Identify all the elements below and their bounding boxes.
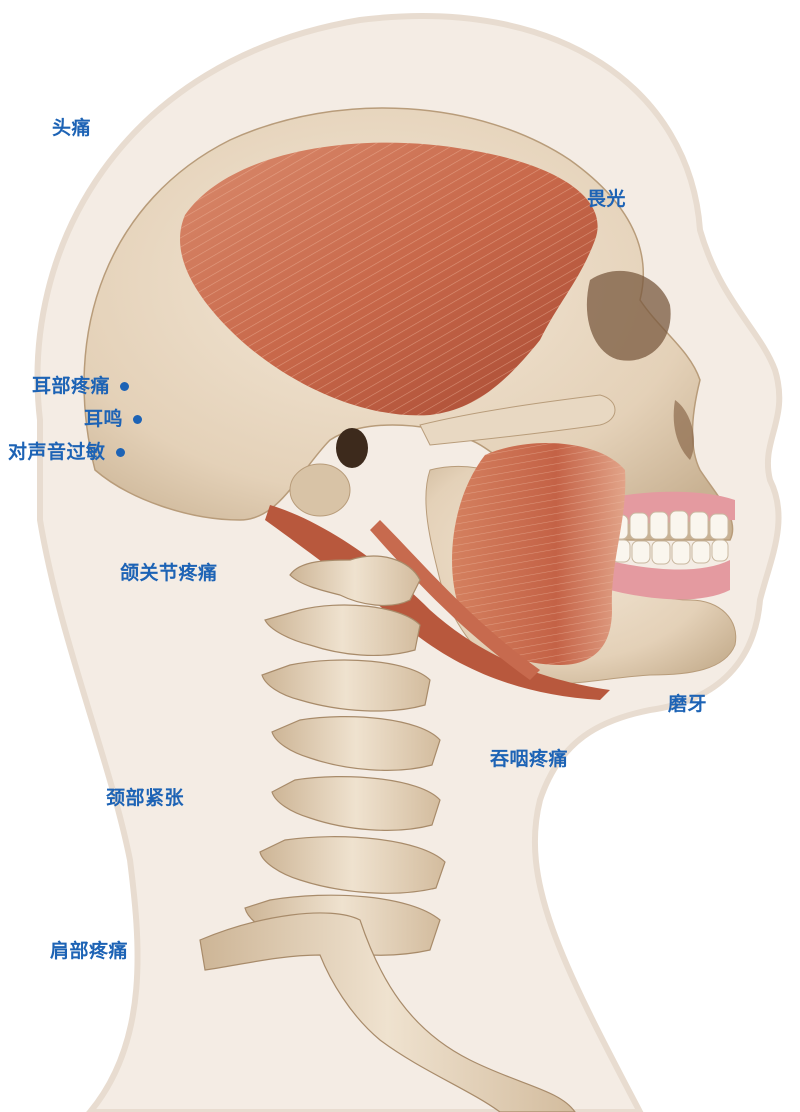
label-sound-sensitivity: 对声音过敏 bbox=[8, 441, 106, 463]
label-ear-pain: 耳部疼痛 bbox=[32, 375, 110, 397]
label-headache: 头痛 bbox=[52, 117, 91, 139]
label-photophobia: 畏光 bbox=[587, 188, 626, 210]
label-ear-pain-row: 耳部疼痛 bbox=[32, 375, 129, 397]
mastoid bbox=[290, 464, 350, 516]
label-tinnitus-row: 耳鸣 bbox=[84, 408, 142, 430]
label-shoulder-pain: 肩部疼痛 bbox=[50, 940, 128, 962]
bullet-dot-icon bbox=[116, 448, 125, 457]
label-tinnitus: 耳鸣 bbox=[84, 408, 123, 430]
bullet-dot-icon bbox=[133, 415, 142, 424]
label-bruxism: 磨牙 bbox=[668, 693, 707, 715]
label-swallowing-pain: 吞咽疼痛 bbox=[490, 748, 568, 770]
label-tmj-pain: 颌关节疼痛 bbox=[120, 562, 218, 584]
ear-canal bbox=[336, 428, 368, 468]
bullet-dot-icon bbox=[120, 382, 129, 391]
label-neck-tension: 颈部紧张 bbox=[106, 787, 184, 809]
label-sound-sensitivity-row: 对声音过敏 bbox=[8, 441, 125, 463]
